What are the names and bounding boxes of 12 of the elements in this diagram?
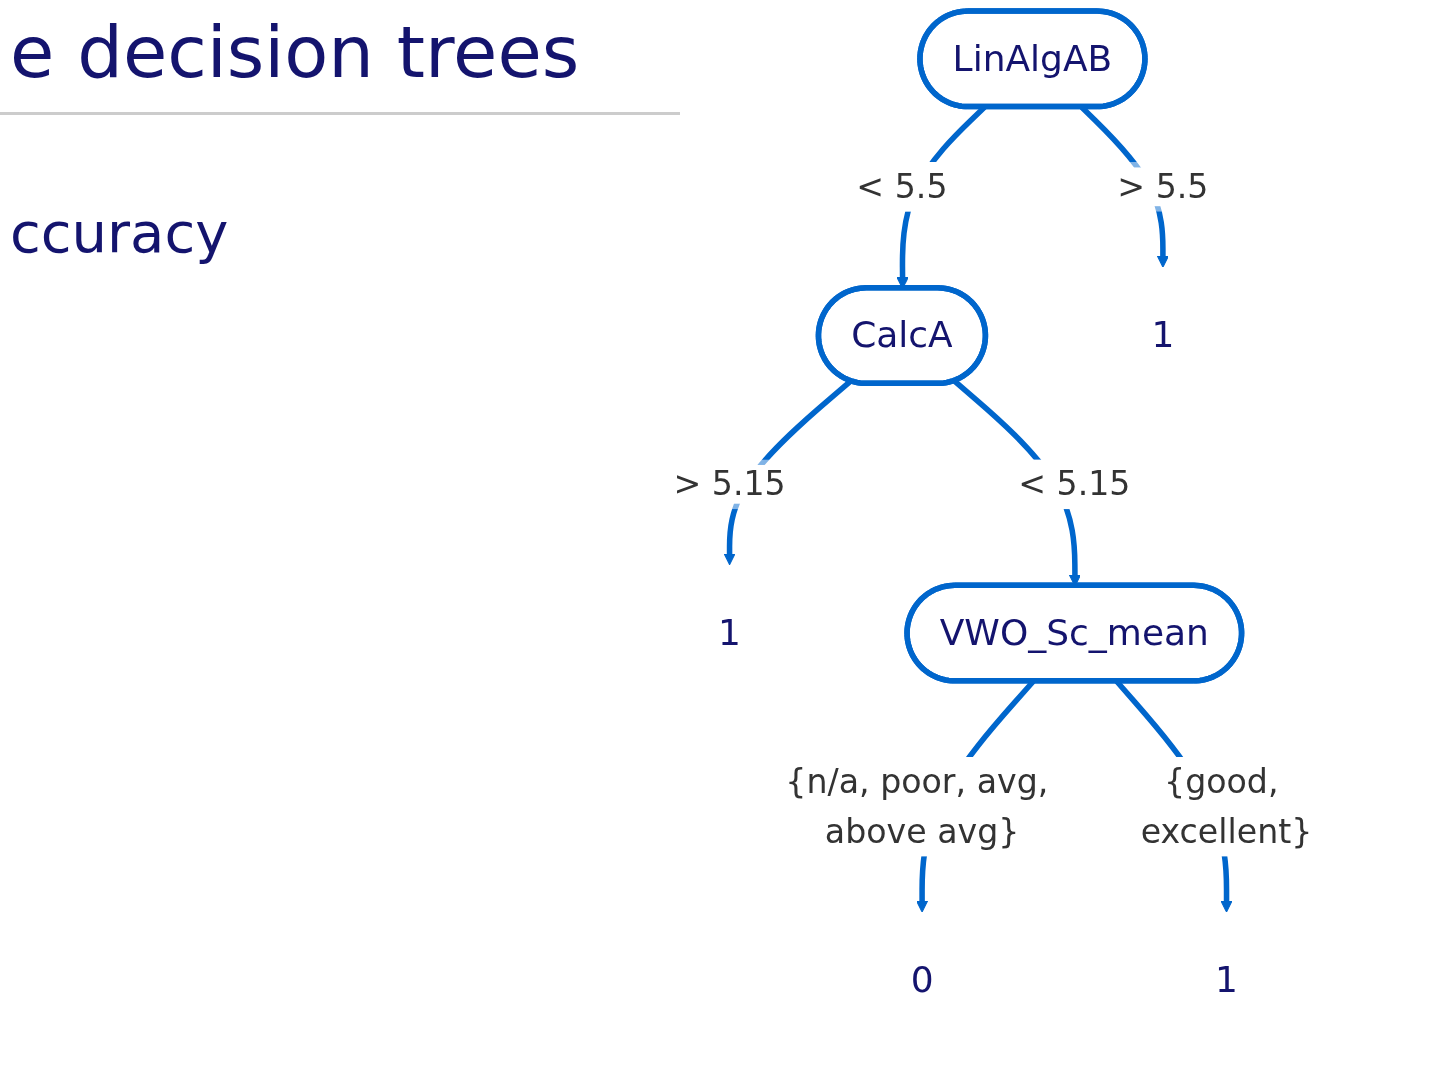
- node-text: 1: [718, 611, 742, 654]
- edge-label: {n/a, poor, avg, above avg}: [785, 762, 1049, 852]
- node-text: 1: [1151, 314, 1175, 356]
- edge-label: > 5.15: [673, 464, 786, 504]
- edge-label: < 5.5: [856, 167, 948, 207]
- edge-label: {good, excellent}: [1140, 762, 1313, 852]
- bullet-text: ccuracy: [10, 200, 229, 265]
- edge-label: < 5.15: [1018, 464, 1131, 504]
- edge-label: > 5.5: [1117, 167, 1209, 207]
- node-text: 1: [1215, 958, 1238, 1001]
- slide-title: e decision trees: [10, 10, 580, 94]
- node-text: 0: [910, 958, 934, 1001]
